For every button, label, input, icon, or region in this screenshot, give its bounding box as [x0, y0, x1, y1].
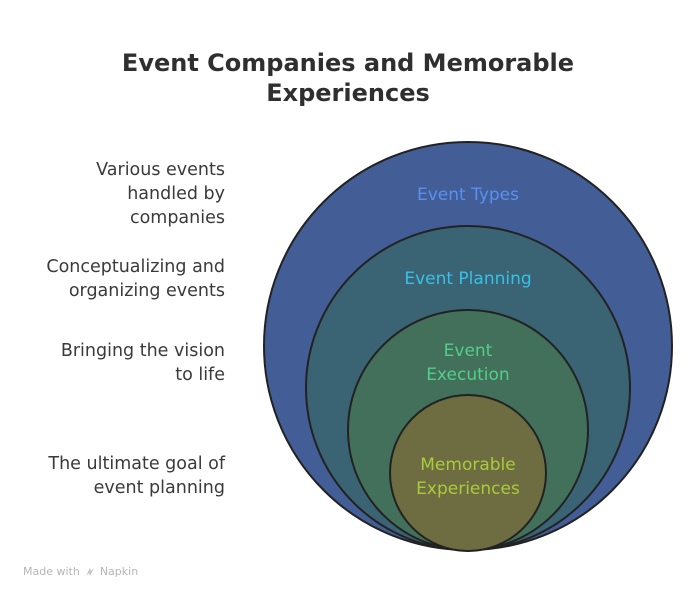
description-event-planning: Conceptualizing and organizing events	[0, 255, 225, 303]
label-event-execution-line-1: Event	[444, 341, 493, 361]
footer-branding: Made with Napkin	[23, 565, 138, 578]
label-event-planning: Event Planning	[404, 269, 531, 289]
description-memorable-experiences: The ultimate goal of event planning	[0, 452, 225, 500]
circle-memorable-experiences	[389, 394, 547, 552]
description-line: Various events	[96, 160, 225, 180]
description-line: event planning	[93, 478, 225, 498]
napkin-brand-text: Napkin	[99, 565, 139, 578]
label-memorable-experiences-line-2: Experiences	[416, 479, 520, 499]
description-line: handled by	[127, 184, 225, 204]
description-line: Bringing the vision	[60, 341, 225, 361]
napkin-logo-icon	[85, 567, 94, 576]
description-event-execution: Bringing the vision to life	[0, 339, 225, 387]
description-event-types: Various events handled by companies	[0, 158, 225, 230]
description-line: to life	[175, 365, 225, 385]
label-event-types: Event Types	[417, 185, 519, 205]
made-with-text: Made with	[23, 565, 80, 578]
description-line: companies	[129, 208, 225, 228]
description-line: Conceptualizing and	[46, 257, 225, 277]
description-line: organizing events	[68, 281, 225, 301]
title-line-1: Event Companies and Memorable	[121, 49, 575, 77]
title-line-2: Experiences	[266, 79, 430, 107]
label-event-execution-line-2: Execution	[426, 365, 509, 385]
diagram-title: Event Companies and Memorable Experience…	[0, 48, 696, 108]
description-line: The ultimate goal of	[48, 454, 225, 474]
label-memorable-experiences-line-1: Memorable	[420, 455, 515, 475]
